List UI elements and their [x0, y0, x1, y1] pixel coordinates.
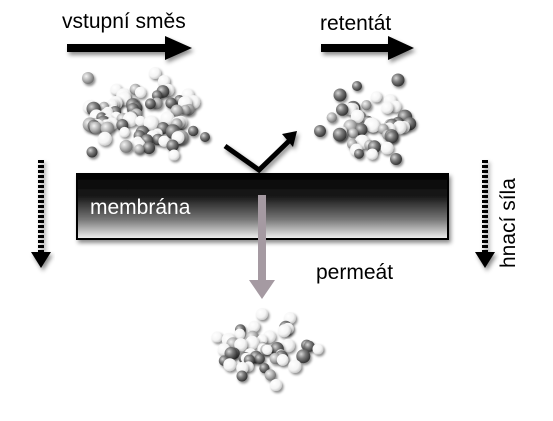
particle: [264, 369, 276, 381]
driving-force-label: hnací síla: [497, 178, 520, 268]
particle: [170, 104, 183, 117]
particle: [119, 139, 133, 153]
particle: [312, 343, 324, 355]
particle: [100, 121, 115, 135]
particle: [366, 118, 380, 133]
particle: [392, 120, 407, 135]
particle: [314, 125, 326, 137]
particle: [281, 338, 295, 353]
particle: [254, 353, 265, 364]
deflection-arrow: [223, 131, 297, 174]
particle: [386, 131, 398, 144]
particle: [211, 331, 223, 343]
particle: [381, 101, 394, 114]
particle: [296, 349, 311, 364]
particle: [168, 149, 180, 161]
particle: [119, 126, 130, 138]
permeate-arrow: [249, 195, 275, 299]
particle: [336, 103, 349, 116]
particle: [350, 109, 365, 123]
particle: [333, 88, 347, 102]
particle: [326, 112, 337, 123]
feed-arrow: [67, 36, 192, 60]
particle: [245, 335, 259, 350]
particle: [354, 148, 364, 159]
particle: [200, 132, 210, 142]
particle: [380, 141, 394, 155]
membrane-label: membrána: [90, 196, 191, 219]
permeate-label: permeát: [316, 261, 394, 284]
particle: [366, 148, 378, 160]
particle: [160, 111, 175, 125]
particle: [82, 72, 94, 84]
particle: [134, 86, 147, 98]
particle: [262, 344, 273, 355]
particle: [98, 131, 112, 146]
retentate-label: retentát: [320, 12, 392, 35]
particle: [390, 153, 402, 165]
particle: [142, 141, 156, 155]
particle: [236, 361, 249, 375]
particle: [188, 125, 199, 137]
particle: [145, 98, 156, 110]
particle: [332, 127, 347, 142]
feed-label: vstupní směs: [62, 10, 186, 33]
particle: [361, 100, 372, 111]
particle: [166, 139, 179, 152]
particle: [86, 146, 98, 158]
particle: [236, 370, 248, 382]
driving-force-arrow-left: [31, 160, 51, 268]
particle: [270, 379, 282, 391]
driving-force-arrow-right: [475, 160, 495, 268]
particle: [354, 123, 368, 136]
particle: [370, 91, 382, 103]
feed-particles: [82, 67, 210, 161]
particle: [303, 340, 315, 352]
particle: [234, 328, 246, 340]
particle: [223, 358, 237, 372]
particle: [234, 338, 248, 352]
particle: [89, 121, 102, 134]
particle: [348, 128, 358, 139]
particle: [277, 324, 291, 338]
particle: [276, 354, 289, 366]
particle: [288, 359, 302, 373]
particle: [143, 115, 159, 131]
retentate-particles: [314, 73, 417, 165]
particle: [256, 308, 268, 320]
particle: [224, 347, 238, 360]
particle: [391, 73, 405, 87]
particle: [149, 67, 161, 79]
particle: [134, 144, 145, 155]
particle: [180, 104, 191, 115]
particle: [248, 320, 260, 333]
retentate-arrow: [321, 36, 414, 60]
particle: [352, 81, 362, 91]
permeate-particles: [211, 308, 324, 391]
particle: [135, 115, 146, 127]
